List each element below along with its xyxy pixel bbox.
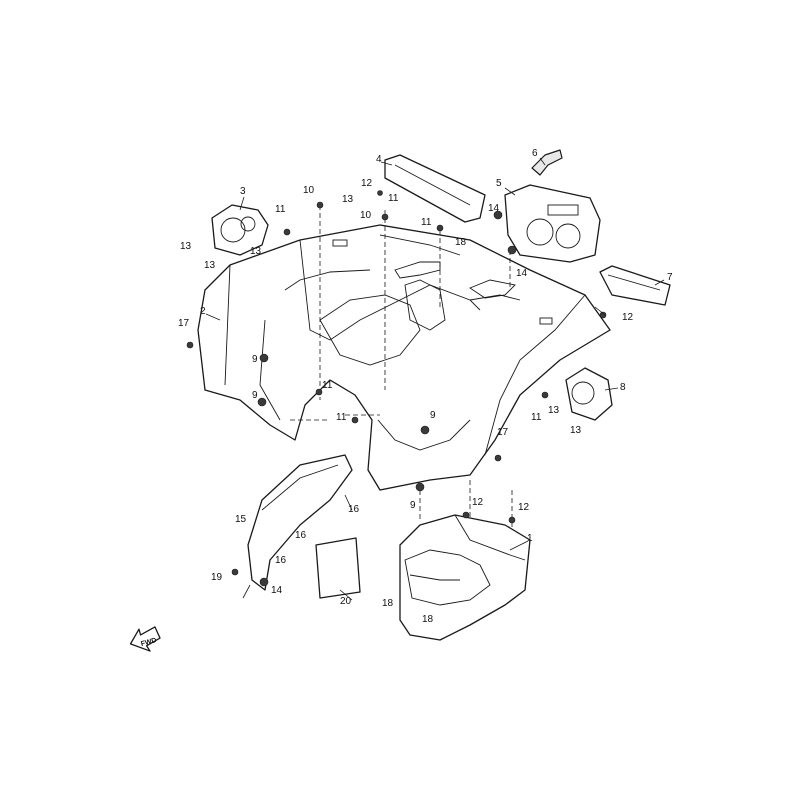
callout-13-d: 13 xyxy=(250,246,262,257)
callout-2: 2 xyxy=(200,306,206,317)
leader-lines xyxy=(205,157,665,601)
callout-12-d: 12 xyxy=(518,502,530,513)
fwd-direction-arrow: FWD xyxy=(129,626,161,652)
callout-13-b: 13 xyxy=(180,241,192,252)
callout-12-a: 12 xyxy=(361,178,373,189)
callout-11-a: 11 xyxy=(275,204,286,215)
callout-11-e: 11 xyxy=(336,412,347,423)
callout-11-f: 11 xyxy=(531,412,542,423)
callout-10-b: 10 xyxy=(360,210,372,221)
callout-11-d: 11 xyxy=(322,380,333,391)
callout-12-c: 12 xyxy=(472,497,484,508)
right-tail-light-cluster xyxy=(504,184,601,263)
fasteners xyxy=(186,190,607,587)
callout-17-b: 17 xyxy=(497,427,509,438)
right-side-light xyxy=(565,367,613,421)
callout-13-c: 13 xyxy=(204,260,216,271)
callout-13-e: 13 xyxy=(548,405,560,416)
callout-12-b: 12 xyxy=(622,312,634,323)
assembly-lines xyxy=(290,205,513,530)
callout-9-d: 9 xyxy=(410,500,416,511)
fwd-label: FWD xyxy=(140,637,157,648)
storage-box xyxy=(399,514,531,641)
callout-labels: 1 2 3 4 5 6 7 8 9 9 9 9 10 10 11 11 11 1… xyxy=(178,148,673,625)
callout-14-b: 14 xyxy=(516,268,528,279)
hook-bracket xyxy=(531,149,563,176)
callout-10-a: 10 xyxy=(303,185,315,196)
callout-13-f: 13 xyxy=(570,425,582,436)
callout-14-c: 14 xyxy=(271,585,283,596)
label-sheet xyxy=(315,537,361,599)
callout-14-a: 14 xyxy=(488,203,500,214)
mud-flap xyxy=(247,454,353,591)
callout-8: 8 xyxy=(620,382,626,393)
callout-16-c: 16 xyxy=(275,555,287,566)
side-reflector xyxy=(599,265,671,306)
callout-1: 1 xyxy=(527,533,533,544)
callout-19: 19 xyxy=(211,572,223,583)
callout-15: 15 xyxy=(235,514,247,525)
callout-9-b: 9 xyxy=(252,390,258,401)
callout-11-b: 11 xyxy=(388,193,399,204)
callout-18-c: 18 xyxy=(422,614,434,625)
callout-18-a: 18 xyxy=(455,237,467,248)
callout-4: 4 xyxy=(376,154,382,165)
callout-20: 20 xyxy=(340,596,352,607)
callout-17-a: 17 xyxy=(178,318,190,329)
callout-11-c: 11 xyxy=(421,217,432,228)
callout-9-a: 9 xyxy=(252,354,258,365)
callout-16-b: 16 xyxy=(295,530,307,541)
callout-9-c: 9 xyxy=(430,410,436,421)
upper-trim-panel xyxy=(384,154,486,223)
callout-6: 6 xyxy=(532,148,538,159)
callout-18-b: 18 xyxy=(382,598,394,609)
callout-13-a: 13 xyxy=(342,194,354,205)
callout-3: 3 xyxy=(240,186,246,197)
rear-fender xyxy=(197,224,611,491)
left-tail-light xyxy=(211,204,269,256)
callout-5: 5 xyxy=(496,178,502,189)
callout-16-a: 16 xyxy=(348,504,360,515)
callout-7: 7 xyxy=(667,272,673,283)
